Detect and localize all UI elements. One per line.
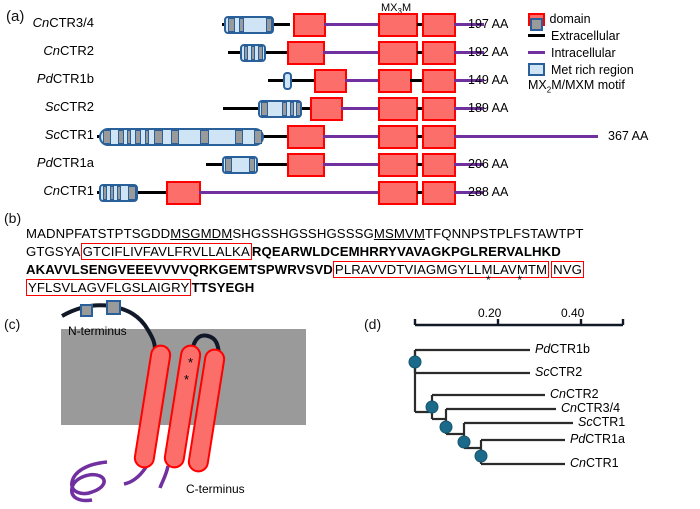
protein-row-cnctr1: CnCTR1 288 AA — [0, 178, 700, 208]
extracellular-loop — [190, 333, 221, 355]
mxm-motif-box — [106, 300, 121, 315]
protein-diagram — [88, 38, 488, 68]
panel-c-letter: (c) — [4, 316, 21, 332]
panel-c-topology-model: (c) * * N-terminus C-terminus — [0, 292, 350, 509]
panel-d-phylogenetic-tree: (d) 0.20 0.40 — [360, 292, 700, 509]
seq-seg: MADNPFATSTPTSGDD — [26, 226, 171, 241]
methionine-asterisk: * — [188, 355, 194, 370]
protein-label: ScCTR2 — [44, 99, 94, 114]
mxm-motif-box — [80, 304, 93, 317]
panel-b-sequence: (b) MADNPFATSTPTSGDDMSGMDMSHGSSHGSSHGSSS… — [0, 210, 700, 296]
legend-item-extracellular: Extracellular — [528, 27, 698, 44]
legend-item-met-rich-region: Met rich region — [528, 61, 698, 78]
tree-tip-label: CnCTR3/4 — [561, 401, 621, 415]
protein-length: 206 AA — [468, 157, 509, 171]
protein-row-pdctr1b: PdCTR1b 149 AA — [0, 66, 700, 96]
seq-seg: SHGSSHGSSHGSSSG — [232, 226, 374, 241]
tree-tip-label: ScCTR1 — [578, 415, 626, 429]
tree-tip-label: ScCTR2 — [535, 365, 583, 379]
mx3m-label: MX3M — [381, 2, 412, 17]
protein-diagram — [88, 94, 488, 124]
protein-row-scctr1: ScCTR1 367 AA — [0, 122, 700, 152]
panel-b-letter: (b) — [4, 210, 22, 226]
c-terminus-label: C-terminus — [186, 482, 245, 496]
protein-length: 288 AA — [468, 185, 509, 199]
scale-bar — [413, 319, 625, 327]
tree-nodes — [408, 355, 488, 463]
extracellular-line-icon — [528, 34, 545, 37]
protein-row-cnctr34: CnCTR3/4 197 AA — [0, 10, 700, 40]
seq-seg-tm-boxed: NVG — [551, 261, 585, 278]
seq-seg-bold: SENGVEEEVVVVQRKGEMTSPWRVSVD — [79, 262, 333, 277]
tree-tip-label: CnCTR2 — [550, 387, 599, 401]
protein-label: PdCTR1a — [36, 155, 94, 170]
protein-length: 192 AA — [468, 45, 509, 59]
methionine-asterisk: * — [184, 372, 190, 387]
mxm-motif-swatch-icon — [530, 18, 543, 31]
tree-graphic — [408, 319, 625, 466]
protein-length: 197 AA — [468, 17, 509, 31]
legend-item-mxm-motif: MX2M/MXM motif — [528, 18, 698, 95]
c-terminal-chain — [158, 465, 170, 489]
protein-row-scctr2: ScCTR2 189 AA — [0, 94, 700, 124]
n-terminus-label: N-terminus — [68, 324, 127, 338]
panel-a-letter: (a) — [6, 8, 25, 25]
protein-row-cnctr2: CnCTR2 192 AA — [0, 38, 700, 68]
legend-label: MX2M/MXM motif — [528, 78, 625, 95]
seq-seg: GTGSYA — [26, 244, 81, 259]
protein-label: CnCTR3/4 — [32, 15, 94, 30]
protein-label: ScCTR1 — [44, 127, 94, 142]
seq-seg-met-motif: MSMVM — [373, 226, 425, 241]
met-rich-region-swatch-icon — [528, 63, 545, 76]
seq-seg-met-motif: MSGMDM — [170, 226, 233, 241]
legend-label: Met rich region — [551, 62, 634, 77]
protein-diagram — [88, 66, 488, 96]
seq-seg-tm-boxed: GTCIFLIVFAVLFRVLLALKA — [80, 243, 252, 260]
protein-row-pdctr1a: PdCTR1a 206 AA — [0, 150, 700, 180]
seq-seg: TFQNNPSTPLFSTAWTPT — [424, 226, 584, 241]
tree-tip-label: PdCTR1b — [535, 342, 590, 356]
sequence-line-1: MADNPFATSTPTSGDDMSGMDMSHGSSHGSSHGSSSGMSM… — [26, 226, 584, 241]
protein-label: PdCTR1b — [36, 71, 94, 86]
protein-label: CnCTR1 — [43, 183, 94, 198]
legend-label: Extracellular — [551, 28, 620, 43]
seq-seg-tm-boxed: YFLSVLAGVFLGSLAIGRY — [26, 279, 192, 296]
protein-diagram — [88, 150, 488, 180]
legend-label: Intracellular — [551, 45, 616, 60]
panel-d-letter: (d) — [364, 316, 382, 332]
legend-item-intracellular: Intracellular — [528, 44, 698, 61]
scale-tick-label: 0.20 — [478, 306, 502, 320]
scale-tick-label: 0.40 — [561, 306, 585, 320]
seq-seg-bold: AKAVVL — [26, 262, 80, 277]
seq-seg-bold: TTSYEGH — [191, 280, 255, 295]
protein-diagram — [88, 122, 598, 152]
c-terminal-loop-1 — [70, 460, 108, 503]
protein-length: 149 AA — [468, 73, 509, 87]
protein-length: 189 AA — [468, 101, 509, 115]
protein-diagram — [88, 178, 488, 208]
protein-length: 367 AA — [608, 129, 649, 143]
sequence-asterisks: * * — [486, 273, 523, 287]
tree-tip-label: PdCTR1a — [570, 432, 625, 446]
legend: TM domain Extracellular Intracellular Me… — [528, 10, 698, 95]
intracellular-line-icon — [528, 51, 545, 54]
legend-item-tm-domain: TM domain — [528, 10, 698, 27]
protein-label: CnCTR2 — [43, 43, 94, 58]
seq-seg-bold: RQEARWLDCEMHRRYVAVAGKPGLRERVALHKD — [251, 244, 561, 259]
panel-a-domain-architecture: (a) MX3M CnCTR3/4 197 AA CnCTR2 — [0, 0, 700, 210]
seq-seg-tm-boxed: PLRAVVDTVIAGMGYLLMLAVMTM — [332, 261, 550, 278]
protein-diagram — [88, 10, 488, 40]
tree-tip-label: CnCTR1 — [570, 456, 619, 470]
